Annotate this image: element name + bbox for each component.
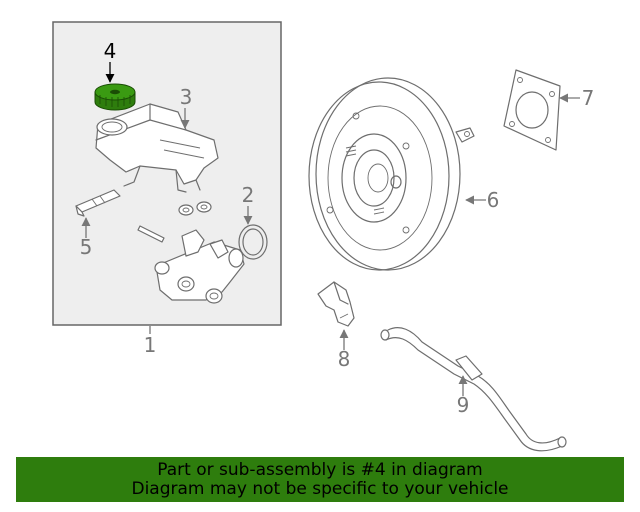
cap-part-4[interactable] (94, 83, 136, 111)
leader-lines (81, 62, 580, 396)
callout-5[interactable]: 5 (80, 235, 93, 259)
callout-8[interactable]: 8 (338, 347, 351, 371)
callout-2[interactable]: 2 (242, 183, 255, 207)
reservoir-part-3[interactable] (95, 103, 219, 193)
hose-part-9[interactable] (380, 327, 567, 452)
info-banner: Part or sub-assembly is #4 in diagram Di… (16, 457, 624, 502)
gasket-part-7[interactable] (503, 69, 561, 151)
callout-9[interactable]: 9 (457, 393, 470, 417)
parts-diagram: 4 3 2 5 1 6 7 8 9 (52, 21, 595, 452)
pin-part-5[interactable] (75, 189, 121, 217)
grommets (178, 201, 212, 216)
small-rod (137, 225, 165, 243)
callout-3[interactable]: 3 (180, 85, 193, 109)
sensor-part-8[interactable] (317, 281, 355, 327)
banner-line-1: Part or sub-assembly is #4 in diagram (157, 460, 483, 480)
callout-4[interactable]: 4 (104, 39, 117, 63)
master-cylinder[interactable] (154, 229, 245, 304)
callout-6[interactable]: 6 (487, 188, 500, 212)
banner-line-2: Diagram may not be specific to your vehi… (131, 479, 509, 499)
callout-1[interactable]: 1 (144, 333, 157, 357)
o-ring-part-2[interactable] (238, 224, 268, 260)
brake-booster-part-6[interactable] (308, 77, 475, 271)
callout-7[interactable]: 7 (582, 86, 595, 110)
